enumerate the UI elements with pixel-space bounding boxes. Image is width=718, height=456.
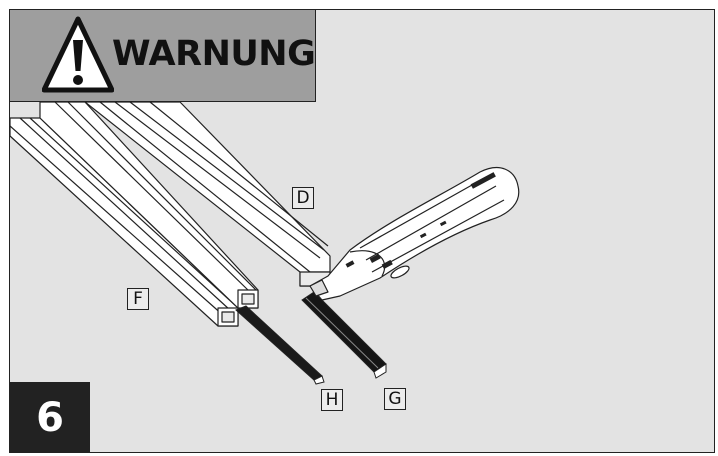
- profile-d: [39, 101, 331, 309]
- warning-triangle-icon: [42, 16, 114, 93]
- step-number: 6: [10, 382, 90, 452]
- utility-knife-icon: [309, 167, 520, 301]
- part-label-f: F: [127, 288, 149, 310]
- strip-h: [235, 305, 325, 385]
- part-label-d: D: [292, 187, 314, 209]
- assembly-drawing: [10, 101, 520, 385]
- profile-f: [10, 117, 239, 327]
- warning-banner: WARNUNG: [10, 10, 316, 102]
- instruction-panel: WARNUNG D F H G 6: [9, 9, 715, 453]
- warning-title: WARNUNG: [112, 34, 316, 74]
- part-label-g: G: [384, 388, 406, 410]
- strip-g: [301, 291, 387, 379]
- part-label-h: H: [321, 389, 343, 411]
